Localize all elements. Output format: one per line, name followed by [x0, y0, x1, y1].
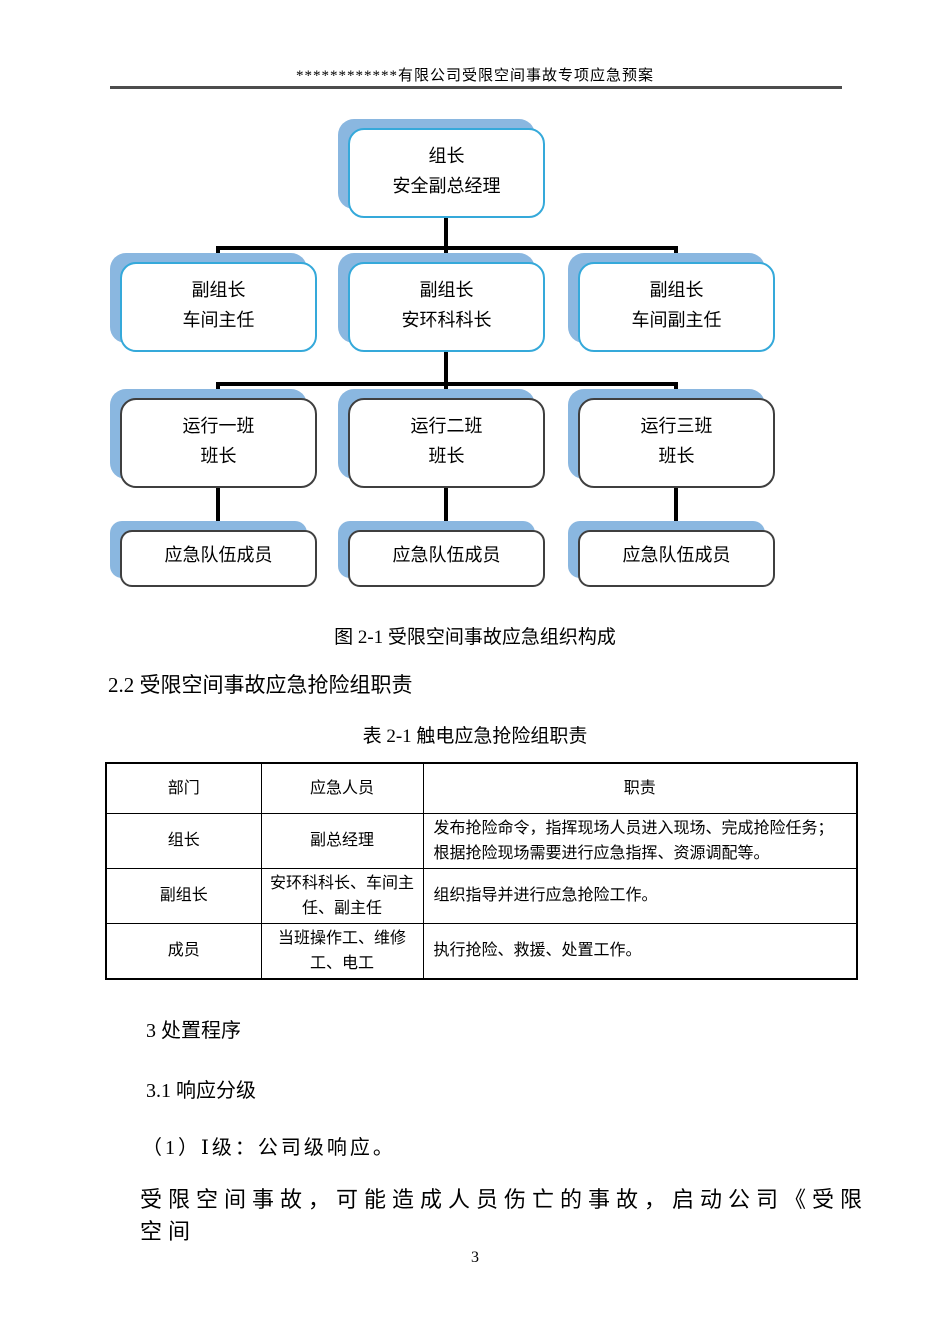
connector-mid-vertical [444, 352, 448, 384]
duty-cell-personnel: 安环科科长、车间主任、副主任 [260, 867, 424, 924]
duty-table-row-deputy: 副组长 安环科科长、车间主任、副主任 组织指导并进行应急抢险工作。 [105, 867, 858, 924]
duty-table-row-leader: 组长 副总经理 发布抢险命令，指挥现场人员进入现场、完成抢险任务；根据抢险现场需… [105, 812, 858, 869]
org-node-deputy-2: 副组长 安环科科长 [348, 262, 545, 352]
org-node-members-2-label: 应急队伍成员 [392, 545, 501, 565]
connector-row4-vertical-1 [216, 488, 220, 530]
duty-table-header-duty: 职责 [422, 762, 858, 814]
section-2-2-heading: 2.2 受限空间事故应急抢险组职责 [108, 673, 413, 697]
duty-cell-department: 成员 [105, 922, 262, 979]
org-node-shift-1-name: 运行一班 [182, 416, 255, 436]
duty-cell-department: 副组长 [105, 867, 262, 924]
connector-row3-drop-1 [216, 382, 220, 398]
org-node-shift-2: 运行二班 班长 [348, 398, 545, 488]
section-3-heading: 3 处置程序 [146, 1020, 241, 1042]
org-node-deputy-3: 副组长 车间副主任 [578, 262, 775, 352]
org-node-leader: 组长 安全副总经理 [348, 128, 545, 218]
connector-row3-drop-3 [674, 382, 678, 398]
header-rule [110, 86, 842, 89]
duty-table-header-row: 部门 应急人员 职责 [105, 762, 858, 814]
org-node-leader-role: 安全副总经理 [392, 176, 501, 196]
org-node-members-3-label: 应急队伍成员 [622, 545, 731, 565]
org-node-members-1: 应急队伍成员 [120, 530, 317, 587]
connector-top-vertical [444, 218, 448, 250]
org-node-deputy-1-role: 车间主任 [182, 310, 255, 330]
org-node-members-3: 应急队伍成员 [578, 530, 775, 587]
body-paragraph: 受限空间事故，可能造成人员伤亡的事故，启动公司《受限空间 [140, 1187, 869, 1244]
org-node-shift-1-role: 班长 [200, 446, 237, 466]
connector-row3-drop-2 [444, 382, 448, 398]
org-node-shift-2-name: 运行二班 [410, 416, 483, 436]
duty-table-header-department: 部门 [105, 762, 262, 814]
page-number: 3 [471, 1249, 479, 1266]
connector-row2-drop-1 [216, 246, 220, 262]
duty-cell-duty: 发布抢险命令，指挥现场人员进入现场、完成抢险任务；根据抢险现场需要进行应急指挥、… [422, 812, 858, 869]
org-node-shift-3: 运行三班 班长 [578, 398, 775, 488]
duty-table-header-personnel: 应急人员 [260, 762, 424, 814]
duty-cell-personnel: 副总经理 [260, 812, 424, 869]
org-node-shift-1: 运行一班 班长 [120, 398, 317, 488]
connector-row2-drop-2 [444, 246, 448, 262]
response-level-item-1: （1）Ⅰ级：公司级响应。 [142, 1137, 396, 1159]
duty-cell-department: 组长 [105, 812, 262, 869]
org-node-shift-3-role: 班长 [658, 446, 695, 466]
duty-cell-duty: 执行抢险、救援、处置工作。 [422, 922, 858, 979]
duty-cell-duty: 组织指导并进行应急抢险工作。 [422, 867, 858, 924]
document-header-title: ************有限公司受限空间事故专项应急预案 [295, 68, 654, 84]
org-node-deputy-1: 副组长 车间主任 [120, 262, 317, 352]
org-node-deputy-3-title: 副组长 [649, 280, 704, 300]
org-node-shift-3-name: 运行三班 [640, 416, 713, 436]
connector-row4-vertical-3 [674, 488, 678, 530]
org-node-deputy-2-role: 安环科科长 [401, 310, 492, 330]
duty-table-row-members: 成员 当班操作工、维修工、电工 执行抢险、救援、处置工作。 [105, 922, 858, 979]
duty-cell-personnel: 当班操作工、维修工、电工 [260, 922, 424, 979]
table-caption: 表 2-1 触电应急抢险组职责 [362, 726, 588, 747]
org-node-members-1-label: 应急队伍成员 [164, 545, 273, 565]
section-3-1-heading: 3.1 响应分级 [146, 1080, 256, 1102]
org-node-leader-title: 组长 [428, 146, 465, 166]
figure-caption: 图 2-1 受限空间事故应急组织构成 [334, 627, 616, 648]
org-node-deputy-1-title: 副组长 [191, 280, 246, 300]
org-node-deputy-3-role: 车间副主任 [631, 310, 722, 330]
connector-row4-vertical-2 [444, 488, 448, 530]
org-node-shift-2-role: 班长 [428, 446, 465, 466]
org-node-members-2: 应急队伍成员 [348, 530, 545, 587]
duty-table: 部门 应急人员 职责 组长 副总经理 发布抢险命令，指挥现场人员进入现场、完成抢… [105, 762, 858, 980]
connector-row2-drop-3 [674, 246, 678, 262]
org-node-deputy-2-title: 副组长 [419, 280, 474, 300]
